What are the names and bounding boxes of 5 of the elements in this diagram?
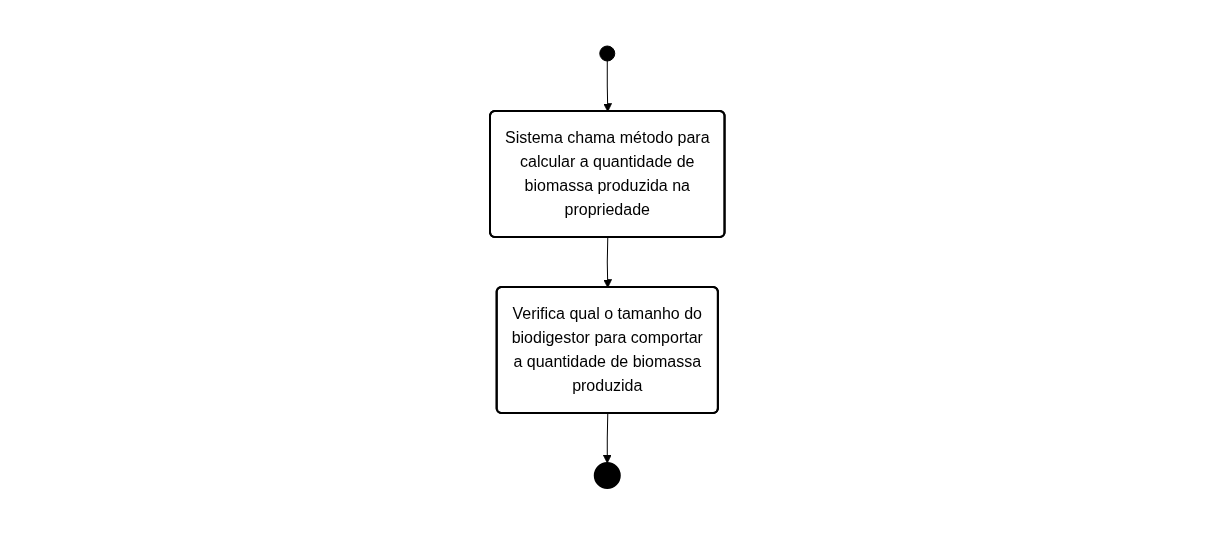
node-circle [599,45,615,61]
arrow [602,60,612,112]
node-circle [593,461,621,489]
arrow [602,236,612,288]
arrow [602,412,612,463]
